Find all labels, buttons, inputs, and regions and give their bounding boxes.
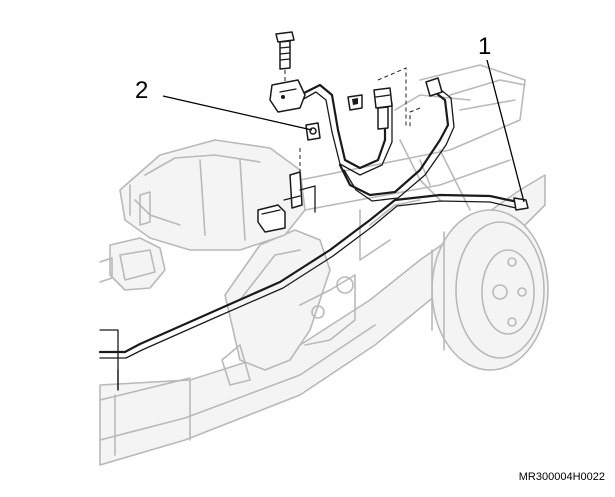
figure-code: MR300004H0022 xyxy=(519,471,605,483)
hose-fitting xyxy=(305,122,321,141)
junction-bolt xyxy=(275,31,295,82)
differential-bracket xyxy=(257,171,316,233)
junction-block xyxy=(269,79,306,113)
callout-1-label: 1 xyxy=(478,33,491,60)
rear-brake-pipe xyxy=(98,193,529,359)
axle-tube xyxy=(299,64,526,261)
pipe-end-bracket xyxy=(99,329,119,391)
hose-clip xyxy=(347,87,393,130)
pinion-yoke xyxy=(99,237,166,291)
frame-rail xyxy=(99,174,546,466)
chassis-ghost xyxy=(99,64,549,466)
differential-housing xyxy=(119,139,306,251)
callout-1: 1 xyxy=(478,33,525,203)
callout-2: 2 xyxy=(135,77,313,131)
spring-bracket xyxy=(221,229,356,386)
callout-1-leader xyxy=(486,59,525,203)
callout-2-label: 2 xyxy=(135,77,148,104)
upper-brake-pipe xyxy=(338,77,455,202)
callout-2-leader xyxy=(162,95,313,131)
brake-lines xyxy=(98,31,529,391)
brake-drum xyxy=(431,209,549,371)
